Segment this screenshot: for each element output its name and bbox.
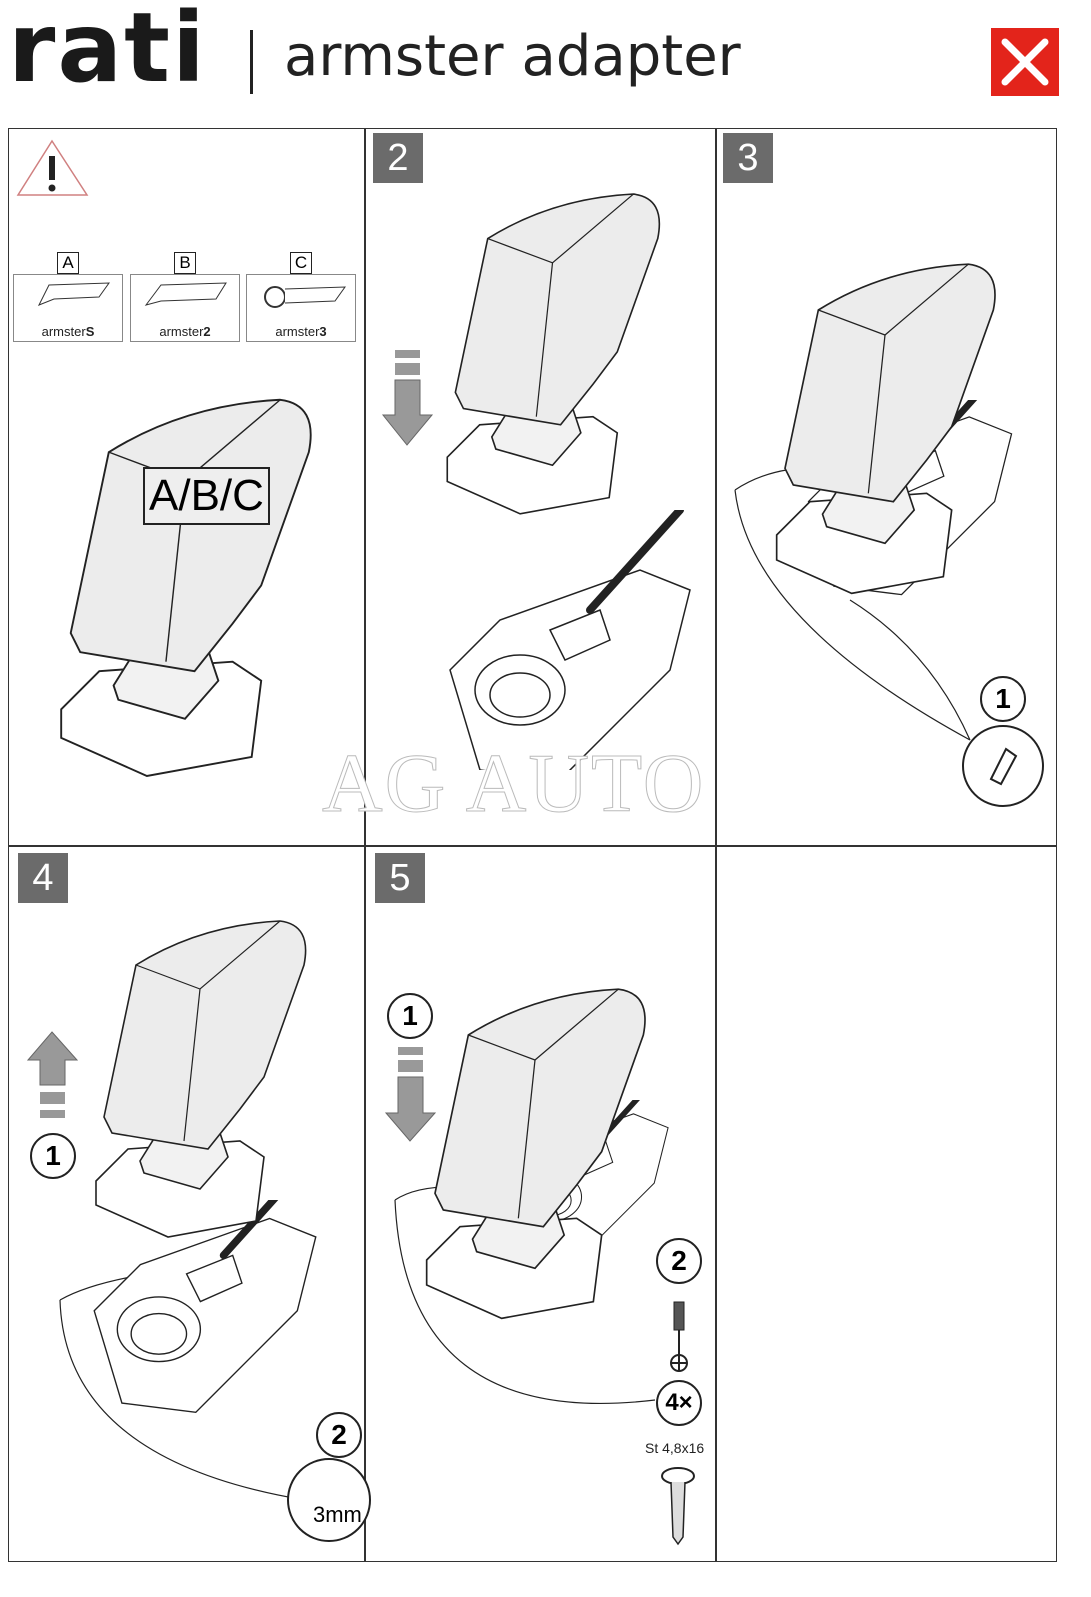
screwdriver-icon [670, 1301, 688, 1372]
option-armster-2: armster2 [130, 274, 240, 342]
callout-number: 2 [656, 1238, 702, 1284]
armrest-illustration [80, 915, 320, 1255]
armrest-illustration [40, 395, 330, 795]
console-illustration [59, 1160, 355, 1501]
option-letter: C [290, 252, 312, 274]
model-label: A/B/C [143, 467, 270, 525]
warning-icon [16, 139, 89, 196]
option-name: armster [275, 324, 320, 339]
product-name: armster [284, 24, 504, 89]
armrest-illustration [760, 255, 1010, 615]
option-letter: A [57, 252, 79, 274]
page-title: armster adapter [284, 24, 741, 89]
screw-spec: St 4,8x16 [645, 1440, 705, 1456]
drill-size: 3mm [313, 1502, 362, 1527]
option-name: armster [159, 324, 204, 339]
arrow-down-icon [381, 350, 434, 446]
watermark: AG AUTO [321, 737, 706, 831]
armrest-illustration [410, 980, 660, 1340]
option-name: armster [41, 324, 86, 339]
arrow-down-icon [384, 1047, 437, 1142]
option-variant: S [85, 324, 95, 339]
header-divider [250, 30, 253, 94]
option-variant: 3 [319, 324, 327, 339]
callout-number: 1 [30, 1133, 76, 1179]
tools-icon [991, 28, 1059, 96]
callout-number: 2 [316, 1412, 362, 1458]
steps-grid [8, 128, 1057, 1562]
callout-number: 1 [387, 993, 433, 1039]
divider [9, 845, 1056, 847]
product-subtitle: adapter [521, 24, 741, 89]
brand-logo: rati [8, 0, 207, 104]
option-variant: 2 [203, 324, 211, 339]
arrow-up-icon [26, 1031, 79, 1118]
armrest-illustration [430, 190, 675, 530]
step-number: 3 [723, 133, 773, 183]
option-armster-s: armsterS [13, 274, 123, 342]
quantity-badge: 4× [656, 1380, 702, 1426]
step-number: 5 [375, 853, 425, 903]
callout-number: 1 [980, 676, 1026, 722]
option-armster-3: armster3 [246, 274, 356, 342]
glue-icon [962, 725, 1044, 807]
screw-icon [661, 1467, 695, 1546]
step-number: 2 [373, 133, 423, 183]
drill-size-badge: 3mm [287, 1458, 371, 1542]
step-number: 4 [18, 853, 68, 903]
option-letter: B [174, 252, 196, 274]
